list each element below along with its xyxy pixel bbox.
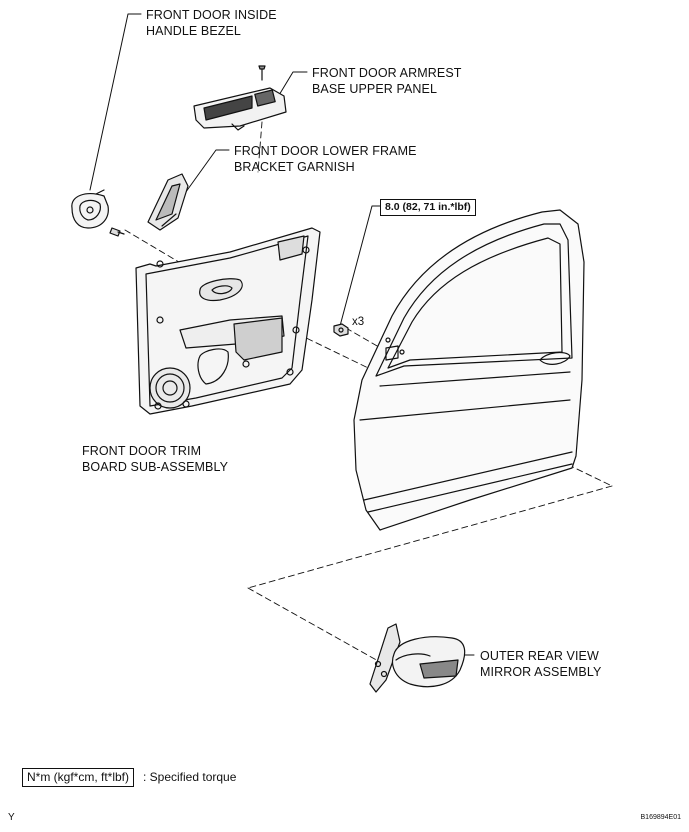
nut-x3 [333, 323, 349, 337]
legend-unit-box: N*m (kgf*cm, ft*lbf) [22, 768, 135, 787]
frame-garnish-part [147, 173, 189, 231]
quantity-label: x3 [352, 316, 365, 328]
corner-mark: Y [8, 812, 15, 823]
label-trim-board: FRONT DOOR TRIM BOARD SUB-ASSEMBLY [82, 444, 229, 474]
front-door-part [353, 209, 585, 531]
screw-bezel [109, 227, 125, 237]
label-mirror: OUTER REAR VIEW MIRROR ASSEMBLY [480, 649, 602, 679]
legend-description: : Specified torque [143, 770, 237, 784]
label-armrest-panel: FRONT DOOR ARMREST BASE UPPER PANEL [312, 66, 462, 96]
trim-board-part [135, 227, 321, 415]
handle-bezel-part [71, 189, 109, 229]
label-handle-bezel: FRONT DOOR INSIDE HANDLE BEZEL [146, 8, 277, 38]
torque-spec-box: 8.0 (82, 71 in.*lbf) [380, 199, 476, 216]
armrest-panel-part [193, 65, 287, 131]
label-frame-garnish: FRONT DOOR LOWER FRAME BRACKET GARNISH [234, 144, 417, 174]
mirror-part [369, 623, 466, 693]
figure-id: B169894E01 [640, 814, 681, 821]
